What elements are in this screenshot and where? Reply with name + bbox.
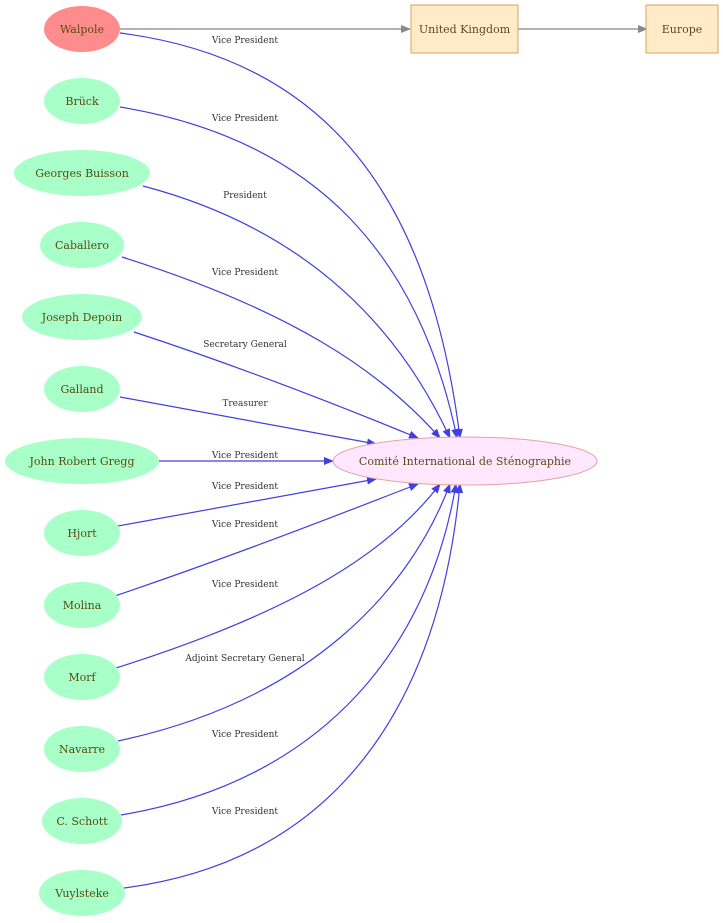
edge-navarre-comite: [117, 483, 451, 742]
node-navarre[interactable]: Navarre: [44, 726, 120, 772]
node-label-hjort: Hjort: [67, 527, 97, 540]
node-label-schott: C. Schott: [56, 815, 108, 828]
edge-label-walpole: Vice President: [211, 36, 279, 46]
edge-vuylsteke-comite: [123, 483, 464, 889]
edge-label-morf: Vice President: [211, 580, 279, 590]
edge-label-navarre: Adjoint Secretary General: [184, 654, 304, 664]
edge-label-gregg: Vice President: [211, 451, 279, 461]
node-label-buisson: Georges Buisson: [35, 167, 129, 180]
edge-walpole-comite: [119, 32, 463, 439]
edge-caballero-comite: [121, 256, 441, 439]
node-label-morf: Morf: [68, 671, 96, 684]
node-schott[interactable]: C. Schott: [42, 798, 122, 844]
node-label-uk: United Kingdom: [419, 23, 511, 36]
edge-label-hjort: Vice President: [211, 482, 279, 492]
node-label-vuylsteke: Vuylsteke: [54, 887, 109, 900]
node-label-gregg: John Robert Gregg: [29, 455, 135, 468]
node-walpole[interactable]: Walpole: [44, 6, 120, 52]
edge-label-caballero: Vice President: [211, 268, 279, 278]
edge-label-bruck: Vice President: [211, 114, 279, 124]
node-buisson[interactable]: Georges Buisson: [14, 150, 150, 196]
node-caballero[interactable]: Caballero: [40, 222, 124, 268]
edge-labels: Vice President Vice President President …: [184, 36, 304, 817]
node-label-bruck: Brück: [65, 95, 99, 108]
node-label-depoin: Joseph Depoin: [41, 311, 122, 324]
person-nodes: Walpole Brück Georges Buisson Caballero …: [5, 6, 159, 916]
node-label-comite: Comité International de Sténographie: [359, 455, 571, 468]
node-comite[interactable]: Comité International de Sténographie: [332, 436, 598, 486]
node-label-europe: Europe: [662, 23, 703, 36]
node-hjort[interactable]: Hjort: [44, 510, 120, 556]
place-nodes: United Kingdom Europe: [410, 4, 719, 54]
edge-schott-comite: [120, 483, 459, 816]
node-gregg[interactable]: John Robert Gregg: [5, 438, 159, 484]
node-label-walpole: Walpole: [60, 23, 104, 36]
node-vuylsteke[interactable]: Vuylsteke: [39, 870, 125, 916]
edge-depoin-comite: [133, 331, 419, 439]
edge-label-depoin: Secretary General: [203, 340, 287, 350]
node-label-caballero: Caballero: [55, 239, 109, 252]
edge-label-galland: Treasurer: [222, 399, 268, 409]
node-depoin[interactable]: Joseph Depoin: [22, 294, 142, 340]
edge-morf-comite: [115, 483, 441, 669]
edge-hjort-comite: [117, 476, 377, 527]
edge-label-vuylsteke: Vice President: [211, 807, 279, 817]
edge-molina-comite: [114, 483, 419, 597]
edge-galland-comite: [119, 396, 377, 447]
node-label-galland: Galland: [60, 383, 103, 396]
edge-buisson-comite: [142, 185, 451, 439]
edge-label-schott: Vice President: [211, 730, 279, 740]
node-label-molina: Molina: [63, 599, 102, 612]
node-uk[interactable]: United Kingdom: [410, 4, 519, 54]
node-label-navarre: Navarre: [59, 743, 105, 756]
node-morf[interactable]: Morf: [44, 654, 120, 700]
edges: [114, 25, 648, 889]
node-molina[interactable]: Molina: [44, 582, 120, 628]
edge-label-buisson: President: [223, 191, 267, 201]
node-galland[interactable]: Galland: [44, 366, 120, 412]
node-europe[interactable]: Europe: [645, 4, 719, 54]
edge-label-molina: Vice President: [211, 520, 279, 530]
node-bruck[interactable]: Brück: [44, 78, 120, 124]
edge-bruck-comite: [119, 106, 460, 439]
